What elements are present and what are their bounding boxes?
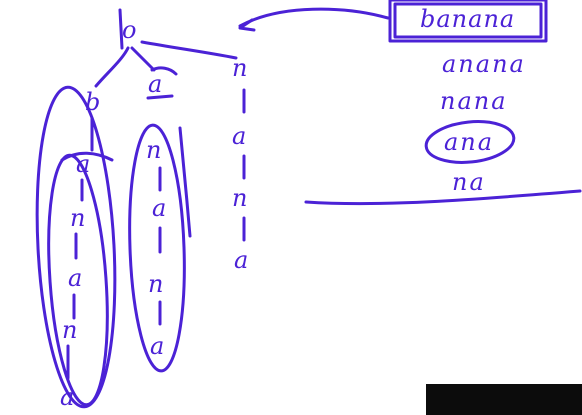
boxed-word-group: banana	[388, 0, 548, 43]
trie-node: n	[146, 136, 161, 164]
trie-node: n	[62, 316, 77, 344]
trie-node: a	[150, 332, 164, 360]
suffix-list: anana nana ana na	[440, 50, 526, 196]
root-node: o	[122, 16, 136, 44]
edge-root-b	[94, 46, 130, 88]
trie-node: n	[148, 270, 163, 298]
branch-a: a n a n a	[146, 66, 178, 360]
arrow-line	[238, 7, 390, 28]
suffix-item: nana	[440, 87, 508, 115]
trie-node: a	[232, 122, 246, 150]
trie-node: a	[68, 264, 82, 292]
trie-node: a	[234, 246, 248, 274]
branch-a-side-stroke	[178, 126, 192, 238]
node-a-underline	[146, 94, 174, 100]
trie-node: n	[232, 184, 247, 212]
branch-b-cut-mark	[60, 151, 114, 162]
suffix-circle	[424, 120, 516, 164]
branch-b: b a n a n a	[60, 88, 100, 411]
arrow-head	[238, 18, 256, 32]
trie-node: n	[232, 54, 247, 82]
trie-node: a	[148, 70, 162, 98]
suffix-item: anana	[442, 50, 526, 78]
trie-node: b	[85, 88, 100, 116]
root-stem	[118, 8, 124, 50]
edge-root-a	[130, 46, 156, 72]
branch-n: n a n a	[232, 54, 248, 274]
trie-node: a	[76, 150, 90, 178]
word-box-inner	[393, 2, 543, 39]
edge-root-n	[140, 40, 238, 60]
branch-b-outer-loop	[35, 85, 117, 409]
suffix-item: ana	[444, 128, 494, 156]
word-box-outer	[388, 0, 548, 43]
webcam-overlay	[426, 384, 582, 415]
suffix-item: na	[452, 168, 486, 196]
trie-node: a	[152, 194, 166, 222]
trie-node: n	[70, 204, 85, 232]
node-a-hook	[150, 66, 178, 76]
branch-a-loop	[128, 123, 186, 373]
boxed-word: banana	[420, 5, 515, 33]
underline-stroke	[304, 189, 582, 206]
